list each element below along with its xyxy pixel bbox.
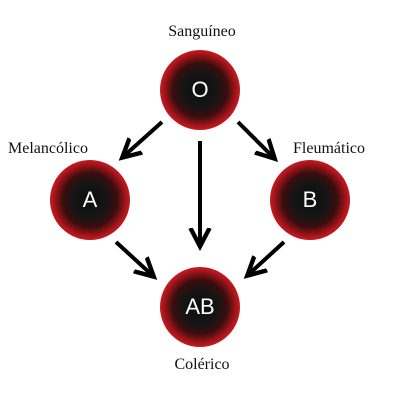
blood-type-a-node: A <box>50 160 130 240</box>
arrow-b-to-ab <box>249 240 286 274</box>
blood-type-b-symbol: B <box>302 187 318 212</box>
blood-type-o-node: O <box>160 50 240 130</box>
blood-type-ab-symbol: AB <box>185 294 215 319</box>
label-sanguineo: Sanguíneo <box>168 23 236 40</box>
blood-type-b-node: B <box>270 160 350 240</box>
label-melancolico: Melancólico <box>8 140 88 157</box>
blood-type-ab-node: AB <box>160 267 240 347</box>
blood-type-o-symbol: O <box>191 77 209 102</box>
label-colerico: Colérico <box>174 356 230 373</box>
arrow-o-to-a <box>124 120 164 156</box>
arrow-o-to-b <box>236 120 273 157</box>
blood-type-a-symbol: A <box>82 187 98 212</box>
arrow-a-to-ab <box>114 240 152 275</box>
label-fleumatico: Fleumático <box>293 140 365 157</box>
